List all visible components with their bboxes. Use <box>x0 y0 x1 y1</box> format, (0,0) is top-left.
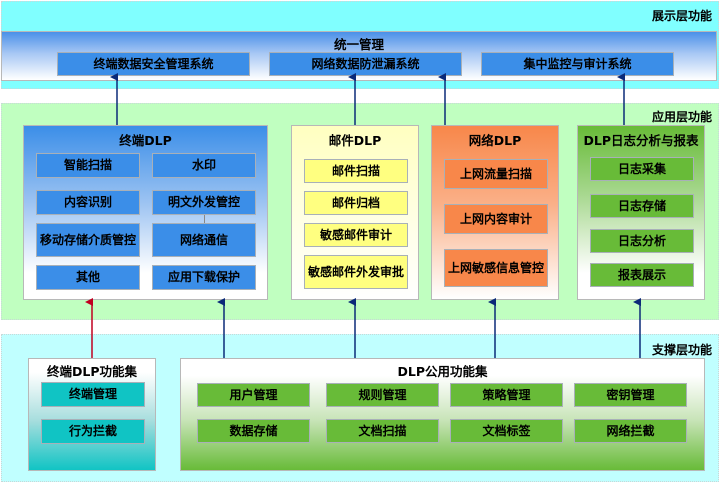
data-storage: 数据存储 <box>197 419 310 443</box>
mail-dlp-panel: 邮件DLP 邮件扫描 邮件归档 敏感邮件审计 敏感邮件外发审批 <box>291 125 419 300</box>
presentation-layer-label: 展示层功能 <box>651 9 712 23</box>
smart-scan: 智能扫描 <box>36 153 140 178</box>
network-dlp-system: 网络数据防泄漏系统 <box>269 52 462 76</box>
connector-line <box>204 215 205 223</box>
monitoring-audit-system: 集中监控与审计系统 <box>481 52 674 76</box>
rule-management: 规则管理 <box>326 383 439 407</box>
unified-management-title: 统一管理 <box>333 37 384 52</box>
endpoint-management: 终端管理 <box>41 382 145 407</box>
network-blocking: 网络拦截 <box>574 419 687 443</box>
endpoint-feature-set-panel: 终端DLP功能集 终端管理 行为拦截 <box>28 358 156 471</box>
sensitive-mail-approval: 敏感邮件外发审批 <box>304 255 408 289</box>
network-communication: 网络通信 <box>152 223 256 257</box>
mail-archive: 邮件归档 <box>304 191 408 215</box>
log-collection: 日志采集 <box>590 157 694 181</box>
behavior-blocking: 行为拦截 <box>41 419 145 444</box>
report-display: 报表展示 <box>590 263 694 287</box>
watermark: 水印 <box>152 153 256 178</box>
application-layer-label: 应用层功能 <box>651 110 712 124</box>
policy-management: 策略管理 <box>450 383 563 407</box>
user-management: 用户管理 <box>197 383 310 407</box>
common-feature-set-title: DLP公用功能集 <box>397 364 488 379</box>
unified-management-panel: 统一管理 终端数据安全管理系统 网络数据防泄漏系统 集中监控与审计系统 <box>1 31 717 81</box>
mail-scan: 邮件扫描 <box>304 159 408 183</box>
network-dlp-panel: 网络DLP 上网流量扫描 上网内容审计 上网敏感信息管控 <box>431 125 559 300</box>
document-tag: 文档标签 <box>450 419 563 443</box>
endpoint-data-security-system: 终端数据安全管理系统 <box>57 52 250 76</box>
log-analysis-title: DLP日志分析与报表 <box>583 133 699 148</box>
log-analysis-panel: DLP日志分析与报表 日志采集 日志存储 日志分析 报表展示 <box>577 125 705 300</box>
log-storage: 日志存储 <box>590 194 694 218</box>
key-management: 密钥管理 <box>574 383 687 407</box>
content-audit: 上网内容审计 <box>444 204 548 234</box>
removable-media-control: 移动存储介质管控 <box>36 223 140 257</box>
endpoint-dlp-title: 终端DLP <box>119 133 172 148</box>
endpoint-dlp-panel: 终端DLP 智能扫描 水印 内容识别 明文外发管控 移动存储介质管控 网络通信 … <box>23 125 268 300</box>
document-scan: 文档扫描 <box>326 419 439 443</box>
traffic-scan: 上网流量扫描 <box>444 159 548 189</box>
sensitive-mail-audit: 敏感邮件审计 <box>304 223 408 247</box>
plaintext-outbound-control: 明文外发管控 <box>152 190 256 215</box>
common-feature-set-panel: DLP公用功能集 用户管理 规则管理 策略管理 密钥管理 数据存储 文档扫描 文… <box>180 358 705 471</box>
sensitive-info-control: 上网敏感信息管控 <box>444 249 548 287</box>
endpoint-feature-set-title: 终端DLP功能集 <box>46 364 137 379</box>
mail-dlp-title: 邮件DLP <box>328 133 382 148</box>
support-layer-label: 支撑层功能 <box>651 343 712 357</box>
content-recognition: 内容识别 <box>36 190 140 215</box>
log-analysis: 日志分析 <box>590 229 694 253</box>
other: 其他 <box>36 265 140 290</box>
app-download-protection: 应用下载保护 <box>152 265 256 290</box>
network-dlp-title: 网络DLP <box>468 133 522 148</box>
